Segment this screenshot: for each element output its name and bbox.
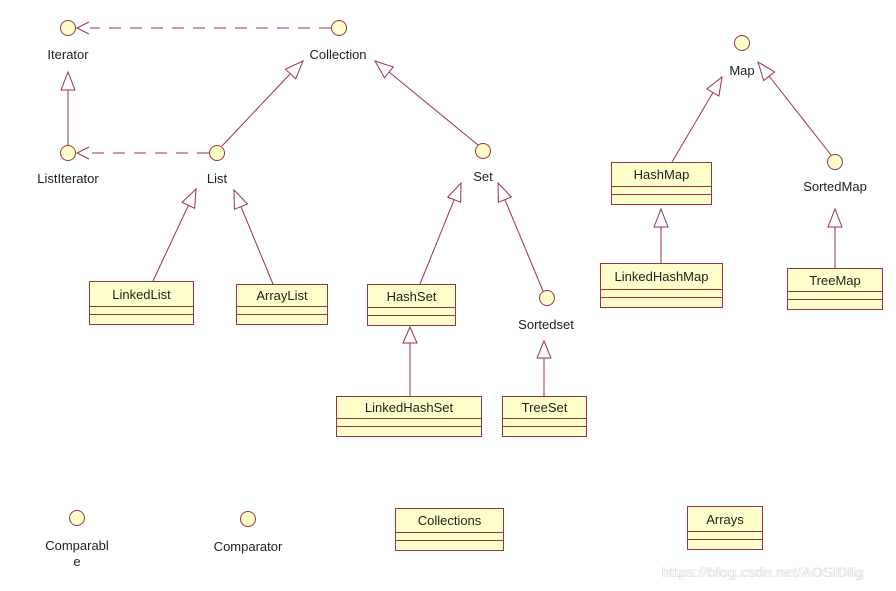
edge-linkedhashmap-extends-hashmap bbox=[653, 207, 669, 263]
edge-set-extends-collection bbox=[373, 60, 479, 146]
comparator-interface-icon bbox=[240, 511, 256, 527]
iterator-interface-label: Iterator bbox=[47, 47, 89, 62]
sortedmap-interface-label: SortedMap bbox=[803, 179, 867, 194]
listiterator-interface-icon bbox=[60, 145, 76, 161]
class-hashmap: HashMap bbox=[611, 162, 712, 205]
comparator-interface-label: Comparator bbox=[213, 539, 283, 554]
collection-interface-icon bbox=[331, 20, 347, 36]
class-linkedhashset-attributes bbox=[337, 419, 481, 427]
edge-sortedset-extends-set bbox=[497, 181, 544, 292]
class-arrays-title: Arrays bbox=[688, 507, 762, 532]
map-interface-label: Map bbox=[729, 63, 755, 78]
edge-hashset-implements-set bbox=[419, 181, 462, 285]
class-arrays-attributes bbox=[688, 532, 762, 540]
class-linkedhashset: LinkedHashSet bbox=[336, 396, 482, 437]
class-linkedlist-operations bbox=[90, 315, 193, 324]
class-collections-attributes bbox=[396, 533, 503, 541]
edge-treemap-implements-sortedmap bbox=[827, 207, 843, 268]
sortedmap-interface-icon bbox=[827, 154, 843, 170]
class-treeset-operations bbox=[503, 427, 586, 436]
edge-list-uses-listiterator bbox=[75, 146, 209, 160]
list-interface-label: List bbox=[206, 171, 228, 186]
class-linkedhashmap-attributes bbox=[601, 290, 722, 298]
iterator-interface-icon bbox=[60, 20, 76, 36]
class-linkedhashmap-operations bbox=[601, 298, 722, 307]
sortedset-interface-label: Sortedset bbox=[518, 317, 574, 332]
edge-treeset-implements-sortedset bbox=[536, 339, 552, 396]
blog-watermark: https://blog.csdn.net/AOSIDllg bbox=[661, 564, 863, 580]
class-hashmap-operations bbox=[612, 195, 711, 204]
edge-listiterator-extends-iterator bbox=[60, 70, 76, 145]
class-hashmap-title: HashMap bbox=[612, 163, 711, 187]
set-interface-label: Set bbox=[473, 169, 493, 184]
class-hashmap-attributes bbox=[612, 187, 711, 195]
class-linkedhashmap-title: LinkedHashMap bbox=[601, 264, 722, 290]
class-arrays-operations bbox=[688, 540, 762, 549]
class-arraylist-title: ArrayList bbox=[237, 285, 327, 307]
edge-linkedlist-implements-list bbox=[152, 187, 197, 282]
class-linkedlist-title: LinkedList bbox=[90, 282, 193, 307]
sortedset-interface-icon bbox=[539, 290, 555, 306]
class-linkedlist-attributes bbox=[90, 307, 193, 315]
class-treemap: TreeMap bbox=[787, 268, 883, 310]
class-collections-title: Collections bbox=[396, 509, 503, 533]
class-linkedhashset-operations bbox=[337, 427, 481, 436]
edge-hashmap-implements-map bbox=[671, 75, 723, 163]
edge-list-extends-collection bbox=[221, 60, 304, 147]
class-treemap-operations bbox=[788, 300, 882, 309]
class-treeset-attributes bbox=[503, 419, 586, 427]
edge-collection-uses-iterator bbox=[75, 21, 331, 35]
class-hashset-operations bbox=[368, 316, 455, 325]
comparable-interface-label: Comparabl e bbox=[45, 538, 109, 570]
class-arraylist-attributes bbox=[237, 307, 327, 315]
comparable-label-line2: e bbox=[73, 554, 81, 569]
class-hashset: HashSet bbox=[367, 284, 456, 326]
edge-sortedmap-extends-map bbox=[757, 60, 832, 156]
listiterator-interface-label: ListIterator bbox=[37, 171, 99, 186]
edge-arraylist-implements-list bbox=[233, 188, 274, 285]
class-arraylist: ArrayList bbox=[236, 284, 328, 325]
class-hashset-attributes bbox=[368, 308, 455, 316]
comparable-label-line1: Comparabl bbox=[45, 538, 109, 553]
edge-linkedhashset-extends-hashset bbox=[402, 325, 418, 396]
set-interface-icon bbox=[475, 143, 491, 159]
class-linkedlist: LinkedList bbox=[89, 281, 194, 325]
class-arrays: Arrays bbox=[687, 506, 763, 550]
class-collections-operations bbox=[396, 541, 503, 550]
class-treemap-attributes bbox=[788, 292, 882, 300]
class-treeset: TreeSet bbox=[502, 396, 587, 437]
class-hashset-title: HashSet bbox=[368, 285, 455, 308]
collection-interface-label: Collection bbox=[309, 47, 367, 62]
list-interface-icon bbox=[209, 145, 225, 161]
comparable-interface-icon bbox=[69, 510, 85, 526]
class-treeset-title: TreeSet bbox=[503, 397, 586, 419]
class-linkedhashmap: LinkedHashMap bbox=[600, 263, 723, 308]
class-arraylist-operations bbox=[237, 315, 327, 324]
map-interface-icon bbox=[734, 35, 750, 51]
class-collections: Collections bbox=[395, 508, 504, 551]
class-linkedhashset-title: LinkedHashSet bbox=[337, 397, 481, 419]
class-treemap-title: TreeMap bbox=[788, 269, 882, 292]
